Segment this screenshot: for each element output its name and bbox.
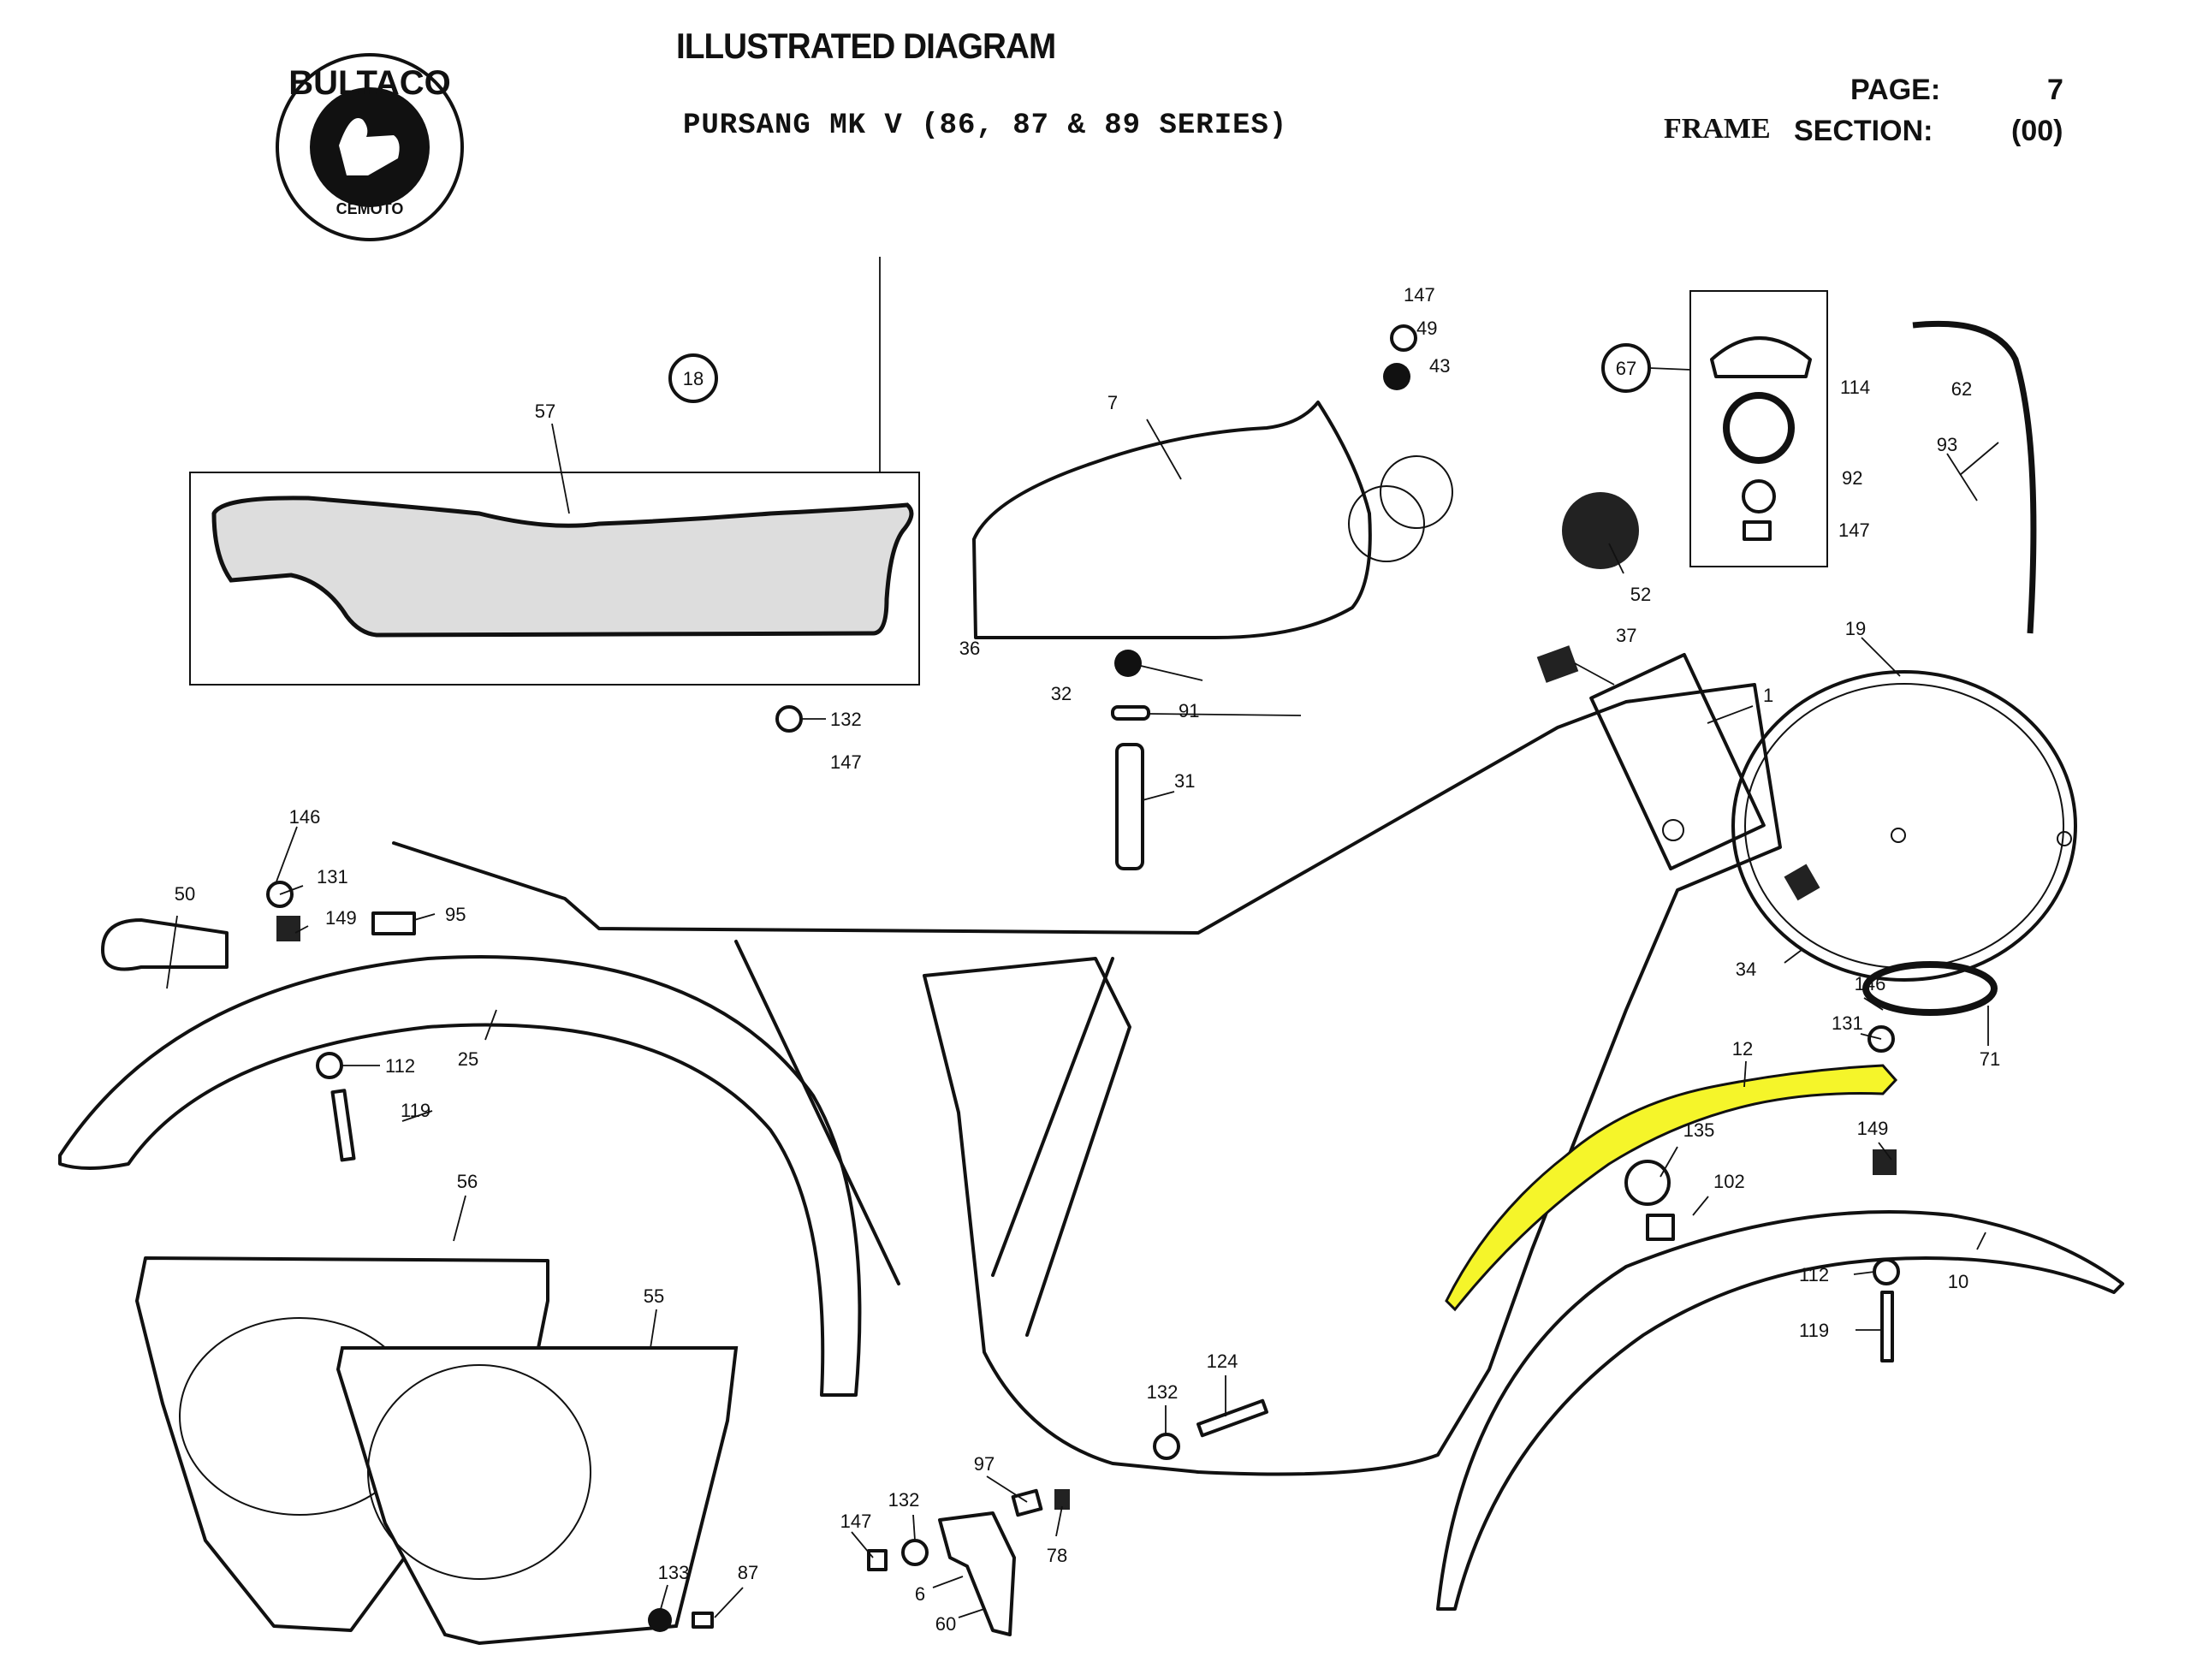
callout-31[interactable]: 31 bbox=[1174, 770, 1195, 792]
callout-49[interactable]: 49 bbox=[1416, 318, 1437, 339]
callout-60[interactable]: 60 bbox=[935, 1613, 956, 1635]
seat-box bbox=[189, 472, 920, 686]
logo-brand: BULTACO bbox=[288, 64, 451, 102]
callout-135[interactable]: 135 bbox=[1683, 1119, 1715, 1141]
rubber-trim bbox=[1912, 320, 2037, 634]
callout-112[interactable]: 112 bbox=[385, 1055, 415, 1077]
callout-102[interactable]: 102 bbox=[1713, 1171, 1745, 1192]
callout-146[interactable]: 146 bbox=[1855, 973, 1886, 994]
page-label: PAGE: bbox=[1850, 74, 1941, 106]
leader-lines bbox=[166, 419, 1999, 1618]
callout-labels: 18 57 132 147 7 36 147 49 43 67 114 92 1… bbox=[175, 284, 2000, 1635]
callout-131[interactable]: 131 bbox=[1832, 1012, 1863, 1034]
callout-1[interactable]: 1 bbox=[1763, 685, 1773, 706]
diagram-title: ILLUSTRATED DIAGRAM bbox=[676, 26, 1056, 66]
callout-133[interactable]: 133 bbox=[658, 1562, 690, 1583]
callout-131[interactable]: 131 bbox=[317, 866, 348, 887]
callout-36[interactable]: 36 bbox=[959, 638, 980, 659]
callout-149[interactable]: 149 bbox=[325, 907, 357, 929]
callout-50[interactable]: 50 bbox=[175, 883, 195, 905]
callout-112[interactable]: 112 bbox=[1799, 1264, 1829, 1285]
section-number: (00) bbox=[2011, 115, 2063, 147]
callout-32[interactable]: 32 bbox=[1051, 683, 1072, 704]
footrest-icon bbox=[938, 1511, 1016, 1636]
logo-tagline: CEMOTO bbox=[336, 200, 404, 217]
callout-97[interactable]: 97 bbox=[974, 1453, 995, 1475]
fuel-tank[interactable] bbox=[972, 401, 1639, 639]
frame[interactable] bbox=[392, 652, 1782, 1476]
callout-12[interactable]: 12 bbox=[1732, 1038, 1753, 1060]
callout-132[interactable]: 132 bbox=[1147, 1381, 1179, 1403]
tank-badge-icon bbox=[1562, 492, 1639, 569]
callout-6[interactable]: 6 bbox=[915, 1583, 925, 1605]
callout-93[interactable]: 93 bbox=[1937, 434, 1957, 455]
callout-147[interactable]: 147 bbox=[1404, 284, 1435, 306]
model-subtitle: PURSANG MK V (86, 87 & 89 SERIES) bbox=[683, 110, 1288, 142]
callout-114[interactable]: 114 bbox=[1840, 377, 1870, 398]
callout-19[interactable]: 19 bbox=[1845, 618, 1866, 639]
callout-78[interactable]: 78 bbox=[1047, 1545, 1067, 1566]
callout-95[interactable]: 95 bbox=[445, 904, 466, 925]
callout-57[interactable]: 57 bbox=[535, 401, 555, 422]
callout-149[interactable]: 149 bbox=[1857, 1118, 1889, 1139]
callout-132[interactable]: 132 bbox=[830, 709, 862, 730]
page-number: 7 bbox=[2047, 74, 2063, 106]
rear-fender[interactable] bbox=[58, 955, 862, 1397]
callout-71[interactable]: 71 bbox=[1980, 1048, 2000, 1070]
callout-10[interactable]: 10 bbox=[1948, 1271, 1968, 1292]
seat-assembly[interactable] bbox=[189, 257, 920, 686]
callout-132[interactable]: 132 bbox=[888, 1489, 920, 1511]
callout-119[interactable]: 119 bbox=[1799, 1320, 1829, 1341]
callout-124[interactable]: 124 bbox=[1207, 1351, 1238, 1372]
callout-147[interactable]: 147 bbox=[1838, 519, 1870, 541]
fuel-cap-assembly[interactable] bbox=[1601, 290, 1828, 567]
callout-34[interactable]: 34 bbox=[1736, 959, 1756, 980]
number-plate[interactable] bbox=[1731, 670, 2077, 982]
bultaco-logo: BULTACO CEMOTO bbox=[276, 53, 464, 241]
pursang-emblem-icon bbox=[101, 918, 229, 971]
callout-146[interactable]: 146 bbox=[289, 806, 321, 828]
callout-52[interactable]: 52 bbox=[1630, 584, 1651, 605]
callout-147[interactable]: 147 bbox=[830, 751, 862, 773]
callout-43[interactable]: 43 bbox=[1429, 355, 1450, 377]
callout-37[interactable]: 37 bbox=[1616, 625, 1636, 646]
thumbs-up-icon bbox=[339, 118, 400, 175]
callout-56[interactable]: 56 bbox=[457, 1171, 478, 1192]
callout-87[interactable]: 87 bbox=[738, 1562, 758, 1583]
rubber-strap bbox=[1862, 961, 1998, 1016]
callout-92[interactable]: 92 bbox=[1842, 467, 1862, 489]
callout-67[interactable]: 67 bbox=[1616, 358, 1636, 379]
seat-icon bbox=[211, 496, 914, 638]
callout-147[interactable]: 147 bbox=[840, 1511, 872, 1532]
callout-55[interactable]: 55 bbox=[644, 1285, 664, 1307]
group-label: FRAME bbox=[1664, 113, 1771, 145]
callout-25[interactable]: 25 bbox=[458, 1048, 478, 1070]
section-label: SECTION: bbox=[1794, 115, 1933, 147]
callout-18[interactable]: 18 bbox=[683, 368, 704, 389]
callout-62[interactable]: 62 bbox=[1951, 378, 1972, 400]
callout-119[interactable]: 119 bbox=[401, 1100, 430, 1121]
front-fender[interactable] bbox=[1436, 1210, 2124, 1611]
callout-91[interactable]: 91 bbox=[1179, 700, 1199, 721]
side-panel-55[interactable] bbox=[335, 1346, 739, 1646]
fender-stay-highlighted[interactable] bbox=[1445, 1064, 1898, 1312]
callout-7[interactable]: 7 bbox=[1107, 392, 1118, 413]
